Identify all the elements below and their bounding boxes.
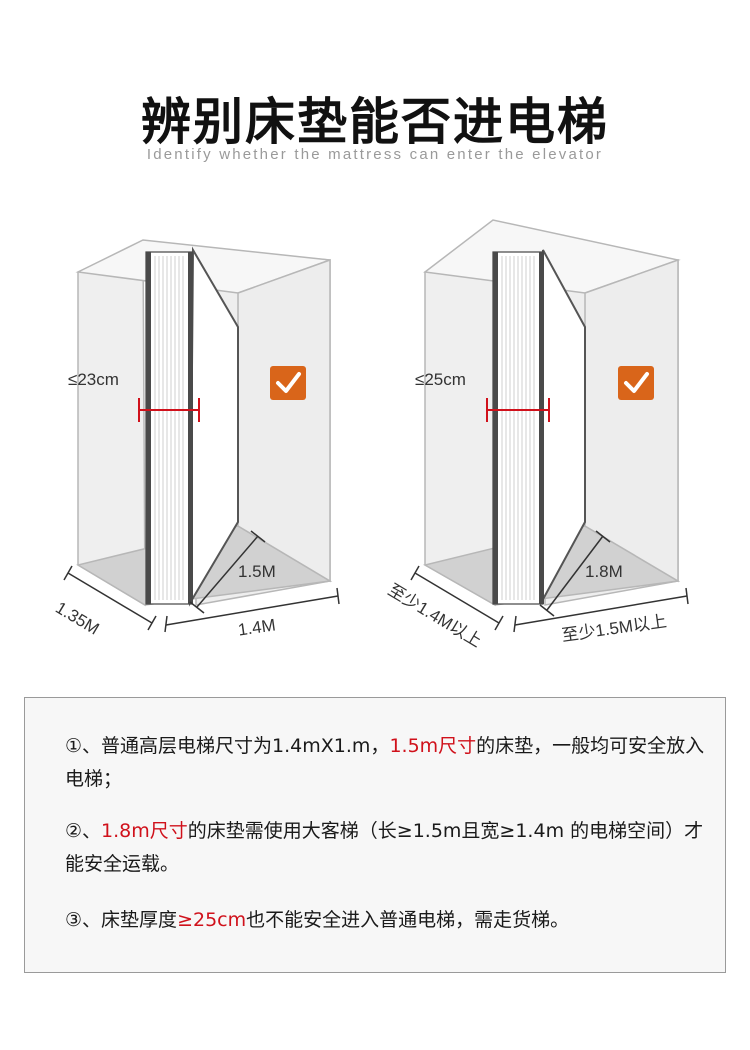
note-text: 的床垫需使用大客梯（长≥1.5m且宽≥1.4m 的电梯空间）才能安全运载。 bbox=[65, 820, 704, 875]
thickness-label: ≤23cm bbox=[68, 370, 119, 389]
note-highlight: ≥25cm bbox=[177, 909, 247, 931]
check-icon bbox=[618, 366, 654, 400]
notes-box: ①、普通高层电梯尺寸为1.4mX1.m，1.5m尺寸的床垫，一般均可安全放入电梯… bbox=[24, 697, 726, 973]
page-subtitle: Identify whether the mattress can enter … bbox=[146, 146, 604, 163]
elevator-illustration bbox=[63, 239, 340, 633]
note-text: 的床垫，一般均可安全放入电梯； bbox=[65, 735, 705, 790]
elevator-scene-standard: ≤23cm 1.5M 1.4M 1.35M bbox=[0, 200, 375, 670]
depth-label: 1.8M bbox=[585, 562, 623, 581]
depth-label: 1.5M bbox=[238, 562, 276, 581]
page-title: 辨别床垫能否进电梯 bbox=[141, 93, 609, 151]
thickness-label: ≤25cm bbox=[415, 370, 466, 389]
note-highlight: 1.8m尺寸 bbox=[101, 820, 188, 842]
note-index: ③、 bbox=[65, 909, 102, 931]
check-icon bbox=[270, 366, 306, 400]
note-text: 床垫厚度 bbox=[101, 909, 178, 931]
note-item: ①、普通高层电梯尺寸为1.4mX1.m，1.5m尺寸的床垫，一般均可安全放入电梯… bbox=[65, 730, 705, 796]
note-text: 普通高层电梯尺寸为1.4mX1.m， bbox=[101, 735, 390, 757]
note-item: ③、床垫厚度≥25cm也不能安全进入普通电梯，需走货梯。 bbox=[65, 904, 705, 937]
elevator-scene-large: ≤25cm 1.8M 至少1.5M以上 至少1.4M以上 bbox=[375, 200, 750, 670]
note-index: ①、 bbox=[65, 735, 102, 757]
note-item: ②、1.8m尺寸的床垫需使用大客梯（长≥1.5m且宽≥1.4m 的电梯空间）才能… bbox=[65, 815, 705, 881]
note-index: ②、 bbox=[65, 820, 102, 842]
note-highlight: 1.5m尺寸 bbox=[389, 735, 477, 757]
note-text: 也不能安全进入普通电梯，需走货梯。 bbox=[246, 909, 570, 931]
elevator-illustration bbox=[410, 219, 689, 633]
